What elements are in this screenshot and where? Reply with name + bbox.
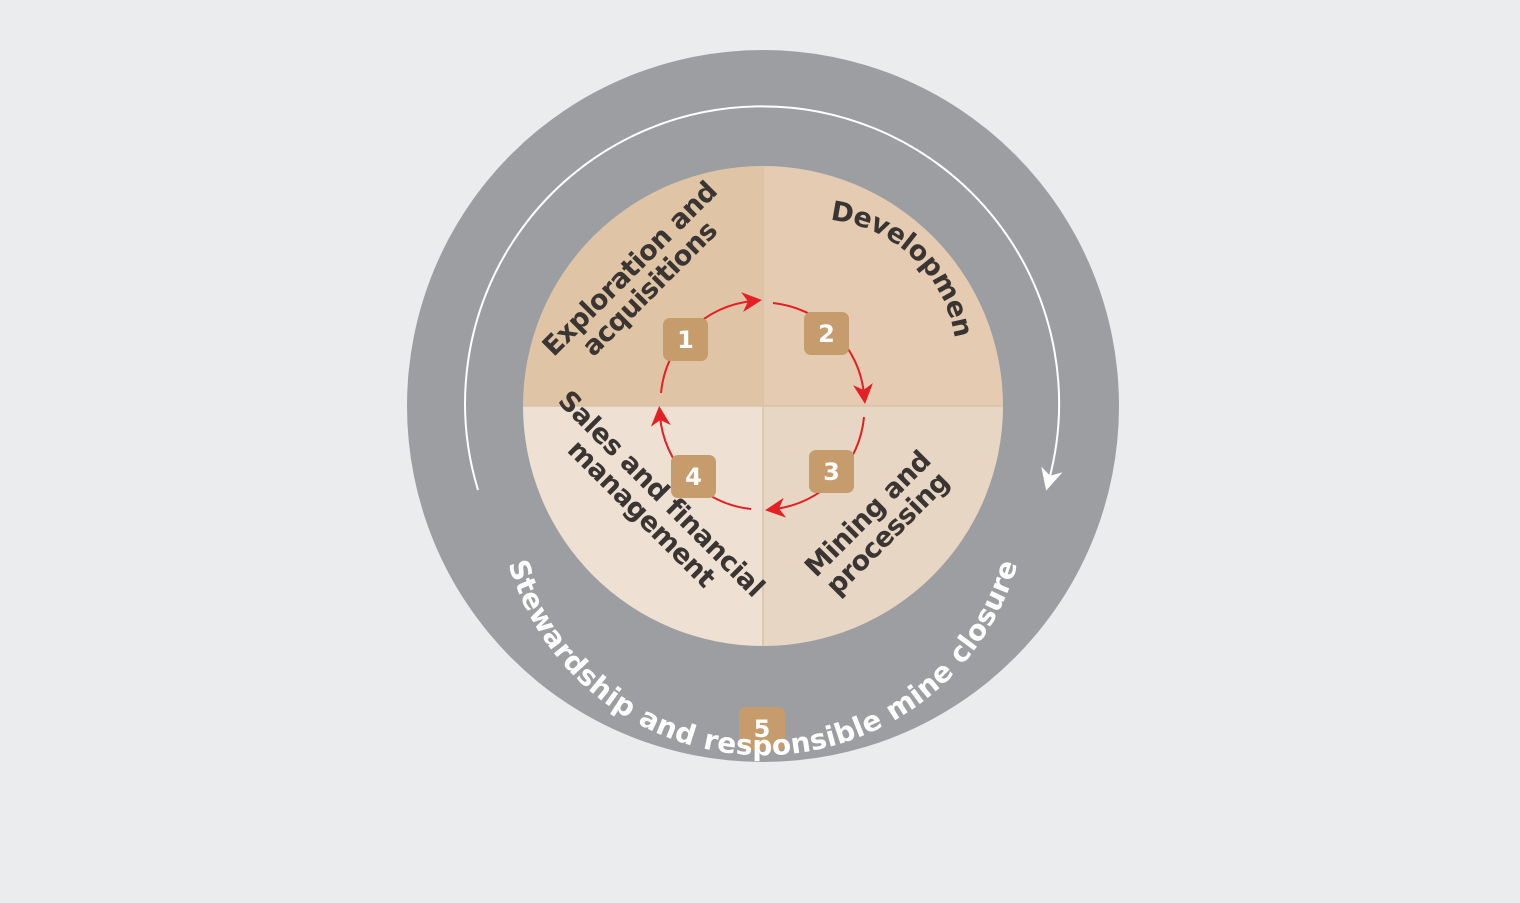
stage-badge-5: 5: [739, 707, 785, 750]
stage-number-5: 5: [754, 715, 771, 743]
stage-badge-2: 2: [804, 312, 849, 355]
stage-badge-3: 3: [809, 450, 854, 493]
stage-number-1: 1: [677, 326, 694, 354]
stage-number-4: 4: [685, 463, 702, 491]
stage-badge-4: 4: [671, 455, 716, 498]
outer-cycle-arrow: [464, 105, 1063, 491]
stage-number-3: 3: [823, 458, 840, 486]
stage-number-2: 2: [818, 320, 835, 348]
stage-badge-1: 1: [663, 318, 708, 361]
